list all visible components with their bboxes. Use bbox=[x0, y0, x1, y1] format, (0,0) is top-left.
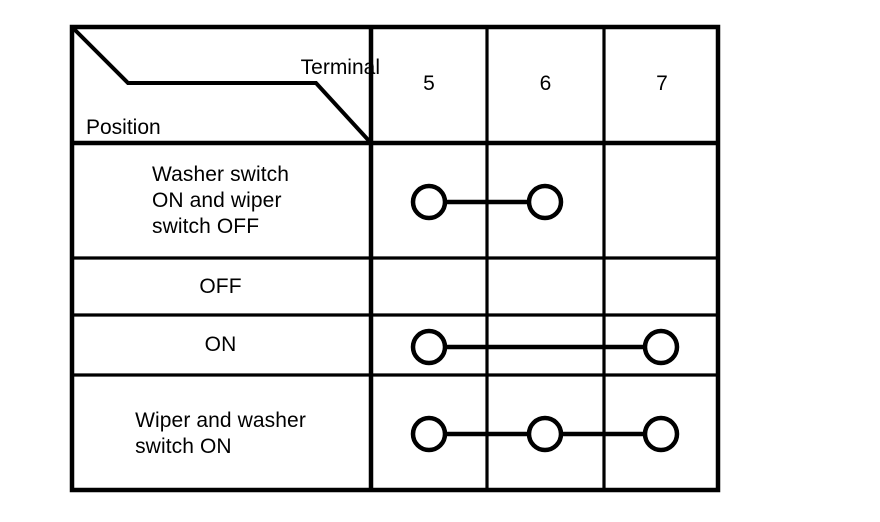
terminal-header-5: 5 bbox=[423, 72, 435, 95]
terminal-node-6 bbox=[526, 415, 564, 453]
row-label-cell: Washer switch ON and wiper switch OFF bbox=[70, 143, 371, 258]
row-label-text: ON bbox=[204, 333, 237, 356]
terminal-node-7 bbox=[642, 415, 680, 453]
row-label-cell: ON bbox=[70, 315, 371, 375]
row-label-text: OFF bbox=[199, 274, 242, 298]
continuity-table: Terminal Position 5 6 7 Washer switch ON… bbox=[69, 24, 721, 493]
connection-row-4 bbox=[410, 415, 680, 453]
connection-row-3 bbox=[410, 328, 680, 366]
row-label-cell: OFF bbox=[70, 258, 371, 315]
terminal-node-7 bbox=[642, 328, 680, 366]
table-grid bbox=[69, 24, 721, 493]
terminal-node-5 bbox=[410, 415, 448, 453]
header-corner-divider bbox=[71, 26, 373, 145]
terminal-node-5 bbox=[410, 183, 448, 221]
terminal-header-7: 7 bbox=[656, 72, 668, 95]
terminal-node-5 bbox=[410, 328, 448, 366]
terminal-header-6: 6 bbox=[539, 72, 552, 95]
header-terminal-label: Terminal bbox=[300, 56, 380, 79]
terminal-node-6 bbox=[526, 183, 564, 221]
row-label-text: Wiper and washer switch ON bbox=[135, 408, 306, 458]
header-position-label: Position bbox=[86, 116, 161, 139]
row-label-text: Washer switch ON and wiper switch OFF bbox=[151, 162, 290, 238]
connection-row-1 bbox=[410, 183, 564, 221]
row-label-cell: Wiper and washer switch ON bbox=[70, 375, 371, 492]
